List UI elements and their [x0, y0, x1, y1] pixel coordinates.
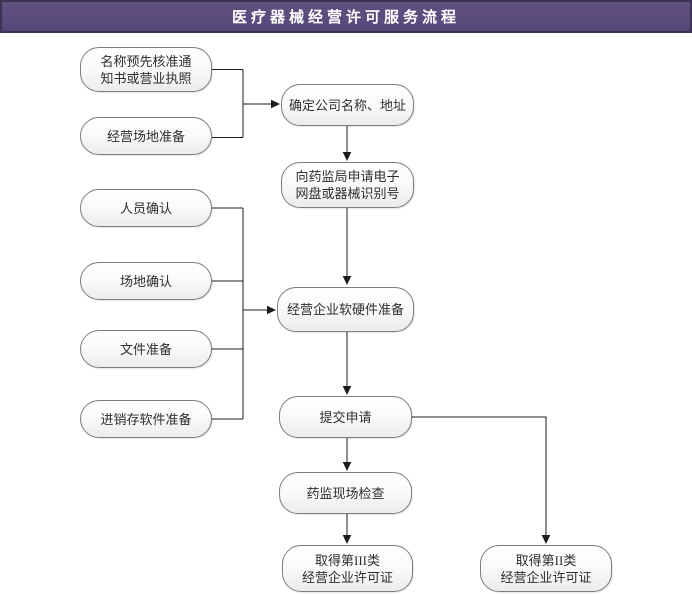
arrowhead-down — [342, 276, 352, 285]
node-label: 经营企业软硬件准备 — [286, 302, 404, 317]
node-inventory-software: 进销存软件准备 — [80, 400, 212, 438]
node-class3-license: 取得第III类 经营企业许可证 — [282, 545, 413, 592]
node-label: 名称预先核准通 知书或营业执照 — [100, 53, 192, 86]
node-label: 提交申请 — [319, 409, 372, 425]
connector-group-top-left — [212, 69, 280, 138]
arrowhead-down — [342, 386, 352, 395]
node-class2-license: 取得第II类 经营企业许可证 — [480, 545, 612, 592]
node-label: 人员确认 — [119, 200, 172, 216]
node-label: 文件准备 — [119, 341, 172, 357]
node-label: 药监现场检查 — [306, 485, 385, 501]
node-confirm-company: 确定公司名称、地址 — [281, 84, 414, 126]
connector-branch-class2 — [412, 416, 551, 544]
node-onsite-inspection: 药监现场检查 — [279, 472, 412, 514]
node-site-confirm: 场地确认 — [80, 262, 212, 300]
node-site-preparation: 经营场地准备 — [80, 117, 212, 155]
node-personnel-confirm: 人员确认 — [80, 189, 212, 227]
arrowhead-right — [267, 305, 276, 315]
arrowhead-right — [271, 99, 280, 109]
node-document-preparation: 文件准备 — [80, 330, 212, 368]
node-software-hardware-prep: 经营企业软硬件准备 — [277, 287, 414, 332]
node-label: 场地确认 — [119, 273, 172, 289]
node-label: 确定公司名称、地址 — [288, 97, 406, 113]
node-label: 取得第III类 经营企业许可证 — [301, 552, 393, 585]
connector-group-mid-left — [212, 207, 276, 420]
node-label: 取得第II类 经营企业许可证 — [500, 552, 592, 585]
node-apply-device-id: 向药监局申请电子 网盘或器械识别号 — [281, 162, 414, 208]
title-bar: 医疗器械经营许可服务流程 — [0, 0, 692, 33]
node-label: 经营场地准备 — [106, 128, 185, 144]
page-title: 医疗器械经营许可服务流程 — [231, 10, 460, 26]
node-label: 进销存软件准备 — [100, 411, 192, 427]
node-submit-application: 提交申请 — [279, 396, 412, 438]
node-name-preapproval: 名称预先核准通 知书或营业执照 — [80, 47, 212, 92]
arrowhead-down — [541, 535, 551, 544]
arrowhead-down — [342, 152, 352, 161]
node-label: 向药监局申请电子 网盘或器械识别号 — [295, 169, 400, 201]
arrowhead-down — [342, 535, 352, 544]
arrowhead-down — [342, 462, 352, 471]
